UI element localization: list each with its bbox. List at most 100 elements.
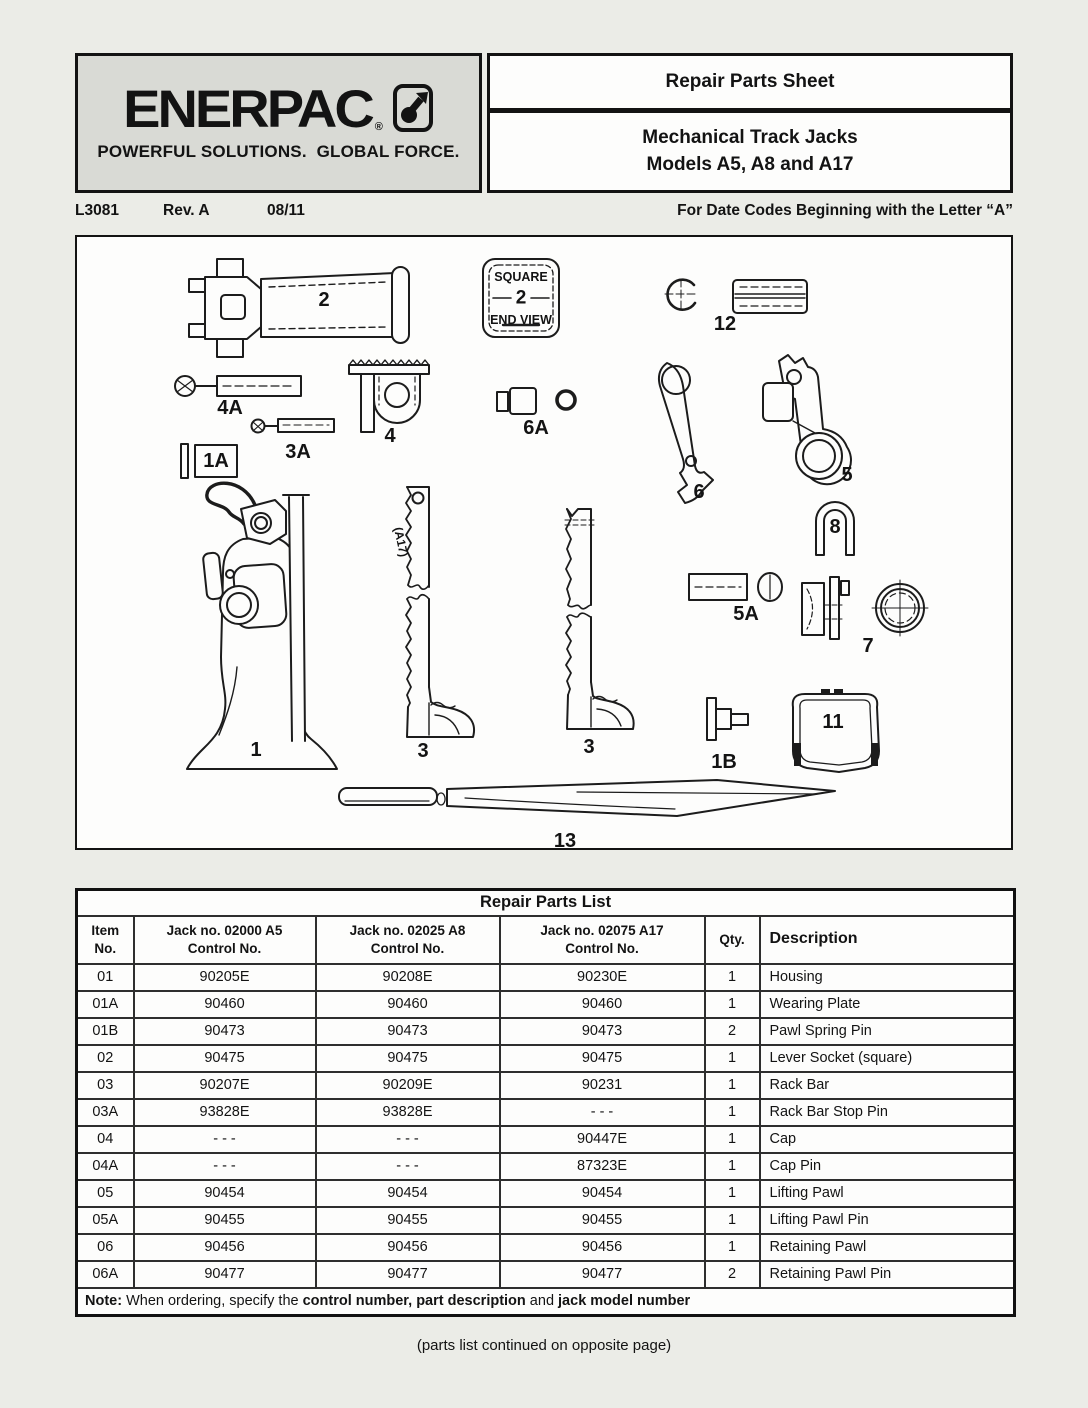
table-row: 03A 93828E 93828E - - - 1 Rack Bar Stop … [75,1097,1016,1127]
part-2-lever-socket [188,258,410,358]
part-12-clip-and-pin [664,278,808,314]
part-1b-pawl-spring-pin [706,697,749,741]
parts-line-art [174,258,929,817]
diagram-label-12: 12 [713,313,737,335]
part-2-square-end-view [482,258,560,338]
diagram-label-13: 13 [553,830,577,852]
diagram-label-5: 5 [841,464,853,486]
a8-control-no-cell: 90456 [314,1232,501,1262]
enerpac-wordmark: ENERPAC [123,78,375,139]
a8-control-no-cell: 90473 [314,1016,501,1046]
part-1-housing [186,481,338,770]
table-row: 01A 90460 90460 90460 1 Wearing Plate [75,989,1016,1019]
description-cell: Rack Bar Stop Pin [758,1097,1016,1127]
date: 08/11 [267,202,305,219]
a8-control-no-cell: 90460 [314,989,501,1019]
a5-control-no-cell: 90473 [132,1016,317,1046]
a17-control-no-cell: 90475 [498,1043,706,1073]
table-row: 01B 90473 90473 90473 2 Pawl Spring Pin [75,1016,1016,1046]
part-13-lever-bar [338,779,836,817]
a17-control-no-cell: 90447E [498,1124,706,1154]
a8-control-no-cell: 90208E [314,962,501,992]
header-divider [490,108,1010,113]
enerpac-arrow-logo-icon [392,84,433,133]
part-1a-wearing-plate [180,443,238,479]
a17-control-no-cell: 87323E [498,1151,706,1181]
table-title: Repair Parts List [75,888,1016,917]
description-cell: Retaining Pawl [758,1232,1016,1262]
description-cell: Rack Bar [758,1070,1016,1100]
a8-control-no-cell: 90454 [314,1178,501,1208]
qty-cell: 1 [703,1205,761,1235]
a5-control-no-cell: 90455 [132,1205,317,1235]
qty-cell: 1 [703,1151,761,1181]
a5-control-no-cell: 90477 [132,1259,317,1289]
diagram-label-square-caption: SQUARE [494,269,548,284]
a5-control-no-cell: 90205E [132,962,317,992]
table-row: 04A - - - - - - 87323E 1 Cap Pin [75,1151,1016,1181]
a8-control-no-cell: 90455 [314,1205,501,1235]
item-no-cell: 01A [75,989,135,1019]
description-cell: Retaining Pawl Pin [758,1259,1016,1289]
a17-control-no-cell: 90455 [498,1205,706,1235]
diagram-label-4a: 4A [217,397,243,419]
diagram-label-6: 6 [693,481,705,503]
brand-row: ENERPAC ® [123,78,434,139]
part-7-bushing [801,576,929,640]
table-row: 06 90456 90456 90456 1 Retaining Pawl [75,1232,1016,1262]
part-6a-retaining-pawl-pin [496,387,577,415]
doc-number: L3081 [75,202,119,219]
a8-control-no-cell: 90477 [314,1259,501,1289]
a5-control-no-cell: 90454 [132,1178,317,1208]
part-3-rack-bar-a17 [405,486,475,738]
description-cell: Housing [758,962,1016,992]
part-3a-rack-bar-stop-pin [250,418,335,434]
parts-table-body: 01 90205E 90208E 90230E 1 Housing 01A 90… [75,962,1016,1289]
a17-control-no-cell: 90456 [498,1232,706,1262]
diagram-label-1: 1 [250,739,262,761]
table-row: 06A 90477 90477 90477 2 Retaining Pawl P… [75,1259,1016,1289]
a17-control-no-cell: 90454 [498,1178,706,1208]
col-header-description: Description [758,914,1016,965]
item-no-cell: 02 [75,1043,135,1073]
a17-control-no-cell: - - - [498,1097,706,1127]
item-no-cell: 06A [75,1259,135,1289]
diagram-label-2: 2 [318,289,330,311]
item-no-cell: 04 [75,1124,135,1154]
ordering-note: Note: When ordering, specify the control… [75,1286,1016,1317]
sheet-title: Repair Parts Sheet [665,71,835,92]
registered-mark: ® [374,120,383,133]
diagram-label-3a: 3A [285,441,311,463]
item-no-cell: 01 [75,962,135,992]
qty-cell: 2 [703,1259,761,1289]
a17-control-no-cell: 90473 [498,1016,706,1046]
date-code-note: For Date Codes Beginning with the Letter… [677,202,1013,219]
part-5a-lifting-pawl-pin [688,572,783,602]
product-title-line2: Models A5, A8 and A17 [646,153,854,175]
part-4-cap [348,359,430,433]
table-row: 05 90454 90454 90454 1 Lifting Pawl [75,1178,1016,1208]
description-cell: Pawl Spring Pin [758,1016,1016,1046]
diagram-label-1a: 1A [203,450,229,472]
a8-control-no-cell: 93828E [314,1097,501,1127]
qty-cell: 1 [703,1043,761,1073]
diagram-label-6a: 6A [523,417,549,439]
qty-cell: 1 [703,989,761,1019]
item-no-cell: 05A [75,1205,135,1235]
part-11-cover [791,689,880,773]
diagram-label-4: 4 [384,425,396,447]
a5-control-no-cell: 90456 [132,1232,317,1262]
a5-control-no-cell: - - - [132,1124,317,1154]
a8-control-no-cell: 90209E [314,1070,501,1100]
table-row: 01 90205E 90208E 90230E 1 Housing [75,962,1016,992]
qty-cell: 2 [703,1016,761,1046]
item-no-cell: 01B [75,1016,135,1046]
description-cell: Lever Socket (square) [758,1043,1016,1073]
tagline: POWERFUL SOLUTIONS. GLOBAL FORCE. [97,141,460,161]
